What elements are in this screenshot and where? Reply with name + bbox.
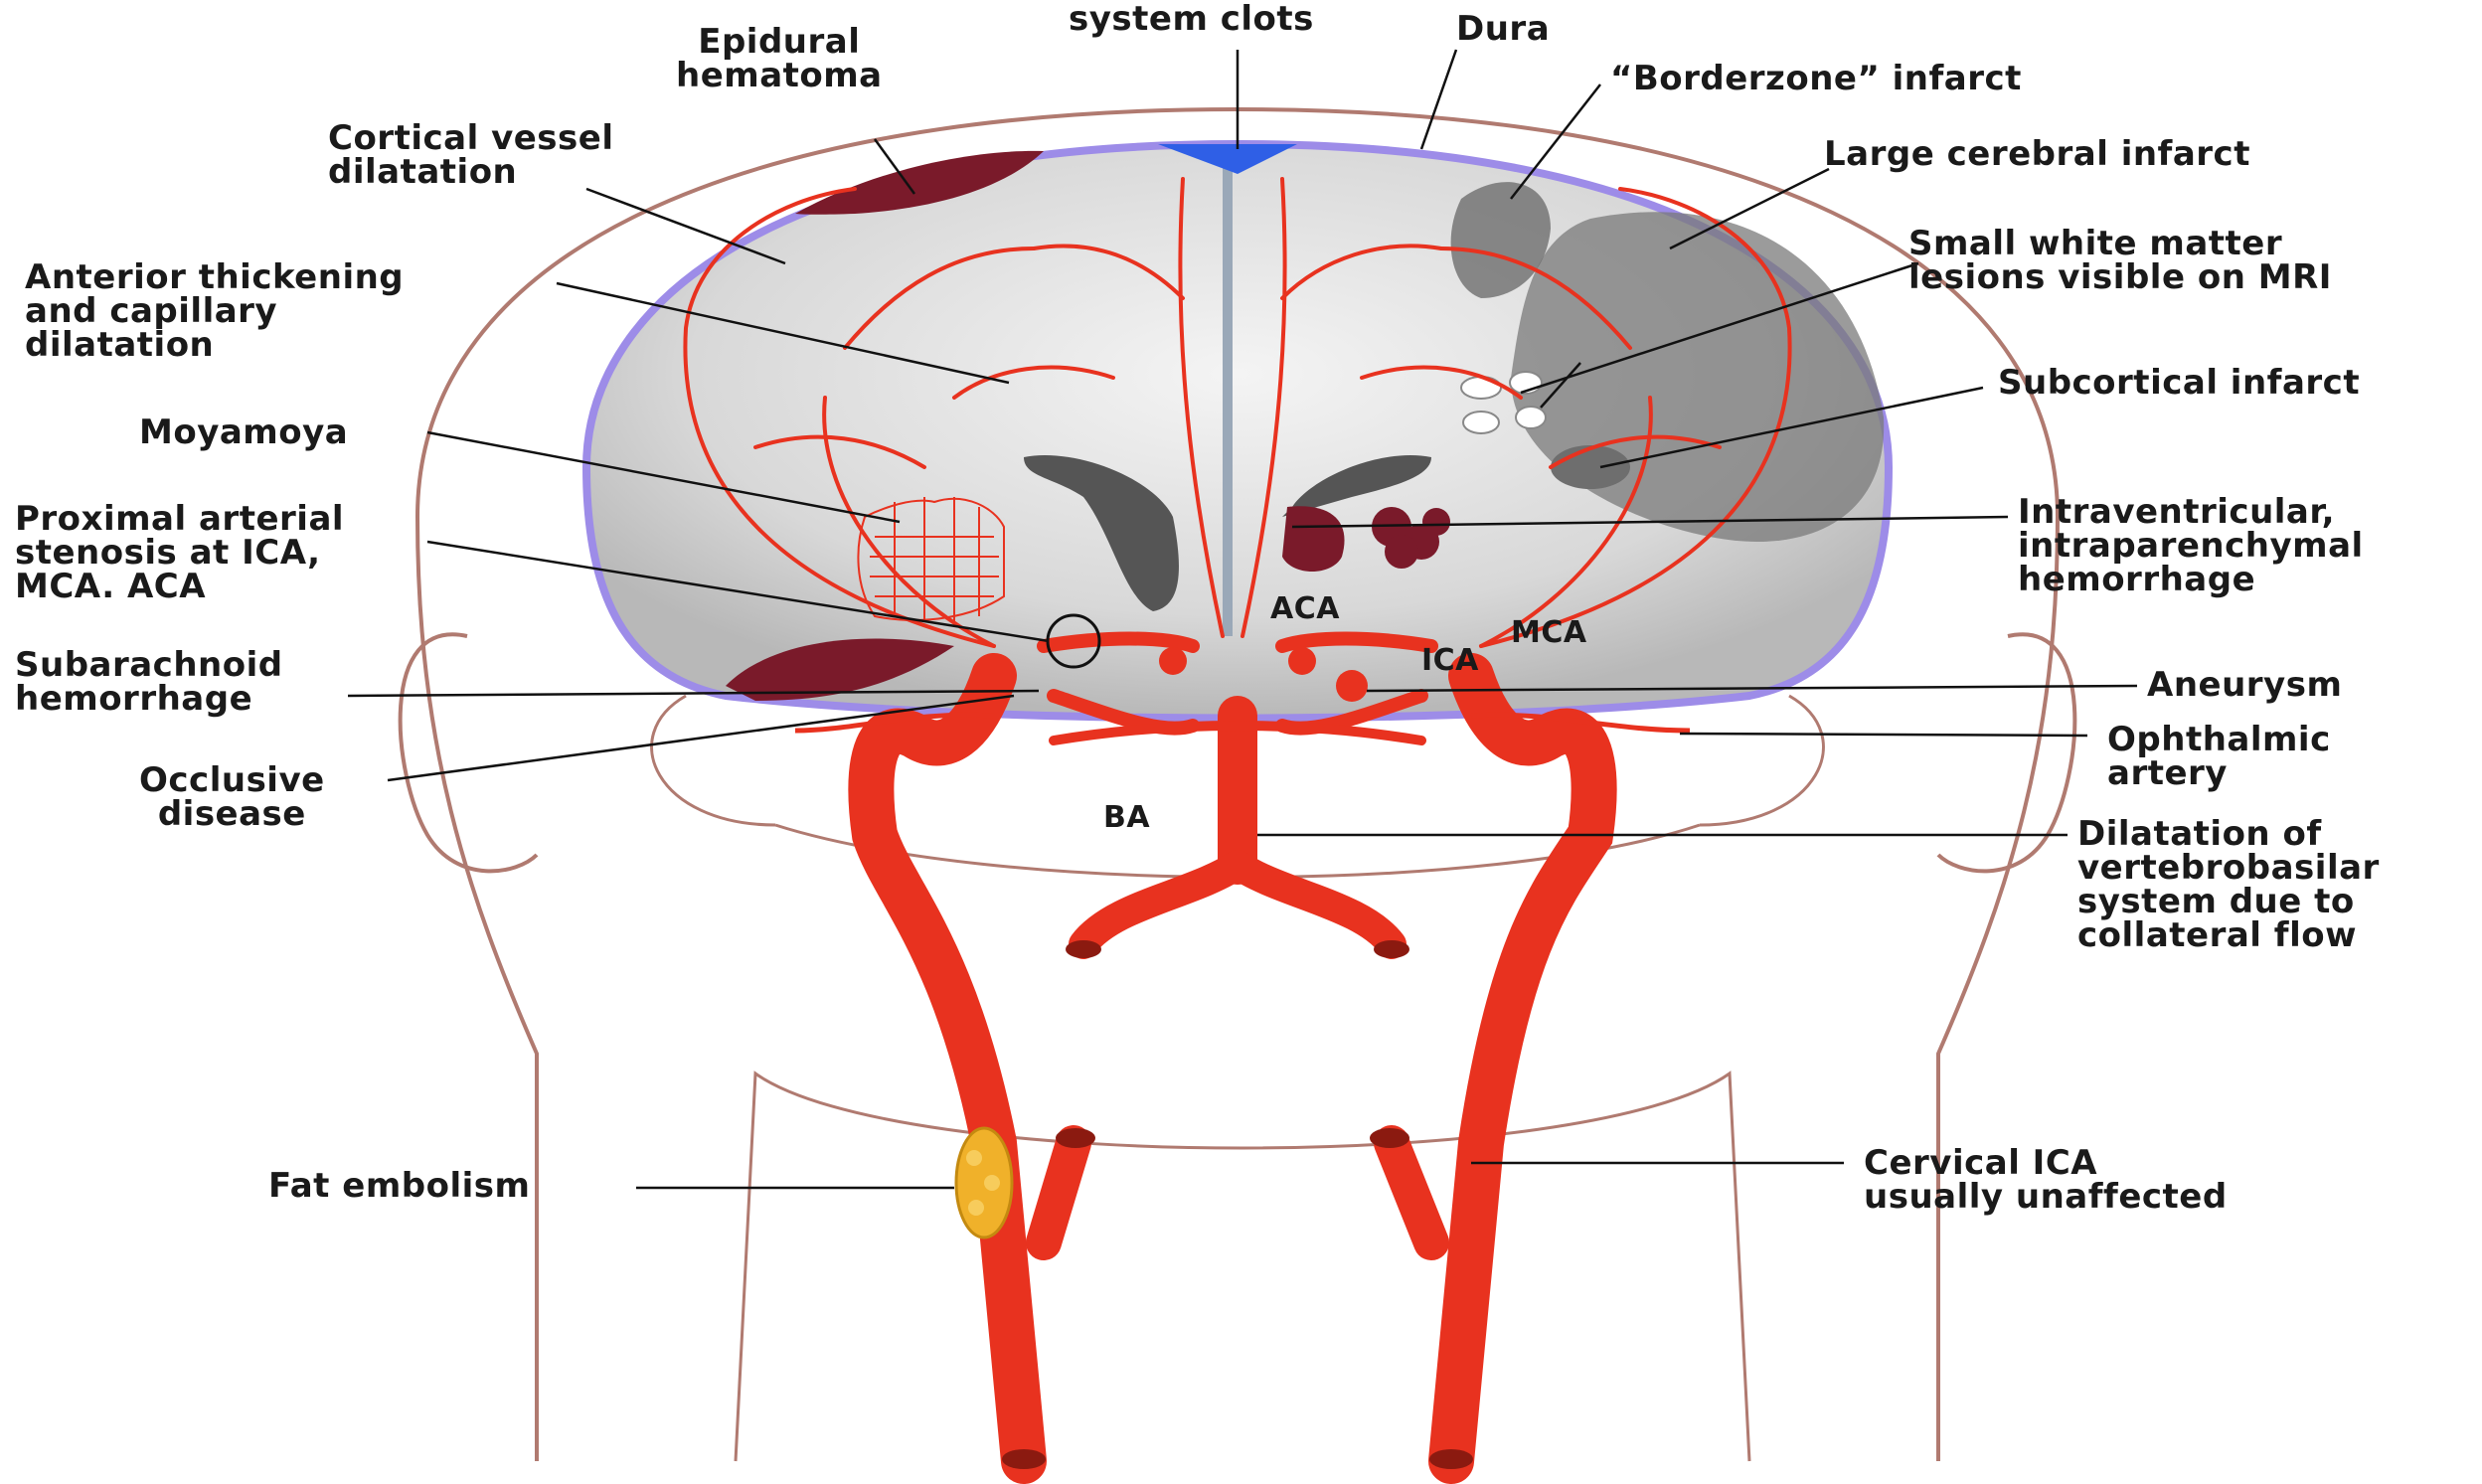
- left-carotid: [848, 653, 1047, 1484]
- label-ica: ICA: [1421, 643, 1479, 678]
- borderzone-infarct: [1450, 182, 1551, 298]
- white-matter-lesion-3: [1462, 411, 1500, 434]
- label-proximal-arterial-stenosis: Proximal arterial stenosis at ICA, MCA. …: [15, 499, 345, 606]
- right-external-carotid: [1374, 1125, 1449, 1260]
- white-matter-lesion-4: [1515, 406, 1547, 429]
- label-subarachnoid-hemorrhage: Subarachnoid hemorrhage: [15, 645, 283, 719]
- acom-aneurysm: [1288, 647, 1316, 675]
- label-dilatation-vertebrobasilar: Dilatation of vertebrobasilar system due…: [2077, 814, 2380, 955]
- sinus-clot: [1158, 144, 1297, 174]
- subarachnoid-hemorrhage: [726, 638, 954, 701]
- ophthalmic-artery: [794, 712, 1691, 734]
- epidural-hematoma: [795, 150, 1044, 215]
- label-aca: ACA: [1270, 591, 1340, 626]
- label-aneurysm: Aneurysm: [2147, 665, 2343, 705]
- vertebral-arteries: [1069, 850, 1406, 959]
- leader-lines: [347, 49, 2138, 1190]
- label-intraventricular-hemorrhage: Intraventricular, intraparenchymal hemor…: [2018, 492, 2364, 599]
- label-cortical-vessel-dilatation: Cortical vessel dilatation: [328, 118, 614, 192]
- label-ba: BA: [1103, 800, 1151, 835]
- fat-embolus: [954, 1126, 1014, 1239]
- right-carotid: [1428, 653, 1617, 1484]
- label-occlusive-disease: Occlusive disease: [139, 760, 325, 834]
- label-fat-embolism: Fat embolism: [268, 1166, 531, 1206]
- circle-of-willis: [1037, 631, 1438, 736]
- neck-outline: [734, 1071, 1751, 1462]
- label-borderzone-infarct: “Borderzone” infarct: [1610, 59, 2022, 98]
- subcortical-infarct: [1551, 445, 1630, 489]
- label-large-cerebral-infarct: Large cerebral infarct: [1824, 134, 2250, 174]
- moyamoya-network: [857, 497, 1005, 621]
- intraparenchymal-hemorrhage: [1372, 507, 1450, 569]
- ica-aneurysm: [1336, 670, 1368, 702]
- label-anterior-thickening: Anterior thickening and capillary dilata…: [25, 257, 405, 365]
- left-ventricle: [1024, 455, 1179, 611]
- label-moyamoya: Moyamoya: [139, 412, 349, 452]
- label-epidural-hematoma: Epidural hematoma: [676, 22, 883, 95]
- right-ear: [1936, 632, 2077, 874]
- aca-aneurysm: [1159, 647, 1187, 675]
- left-external-carotid: [1026, 1125, 1091, 1260]
- label-mca: MCA: [1511, 615, 1587, 650]
- label-system-clots: system clots: [1069, 0, 1314, 39]
- label-subcortical-infarct: Subcortical infarct: [1998, 363, 2361, 403]
- label-cervical-ica: Cervical ICA usually unaffected: [1864, 1143, 2228, 1217]
- label-dura: Dura: [1456, 9, 1551, 49]
- posterior-cerebral-arteries: [1049, 721, 1426, 745]
- label-ophthalmic-artery: Ophthalmic artery: [2107, 720, 2331, 793]
- intraventricular-hemorrhage: [1282, 506, 1345, 572]
- left-ear: [398, 632, 539, 874]
- label-small-white-matter-lesions: Small white matter lesions visible on MR…: [1908, 224, 2332, 297]
- cortical-arteries: [683, 177, 1792, 648]
- right-ventricle: [1282, 455, 1431, 517]
